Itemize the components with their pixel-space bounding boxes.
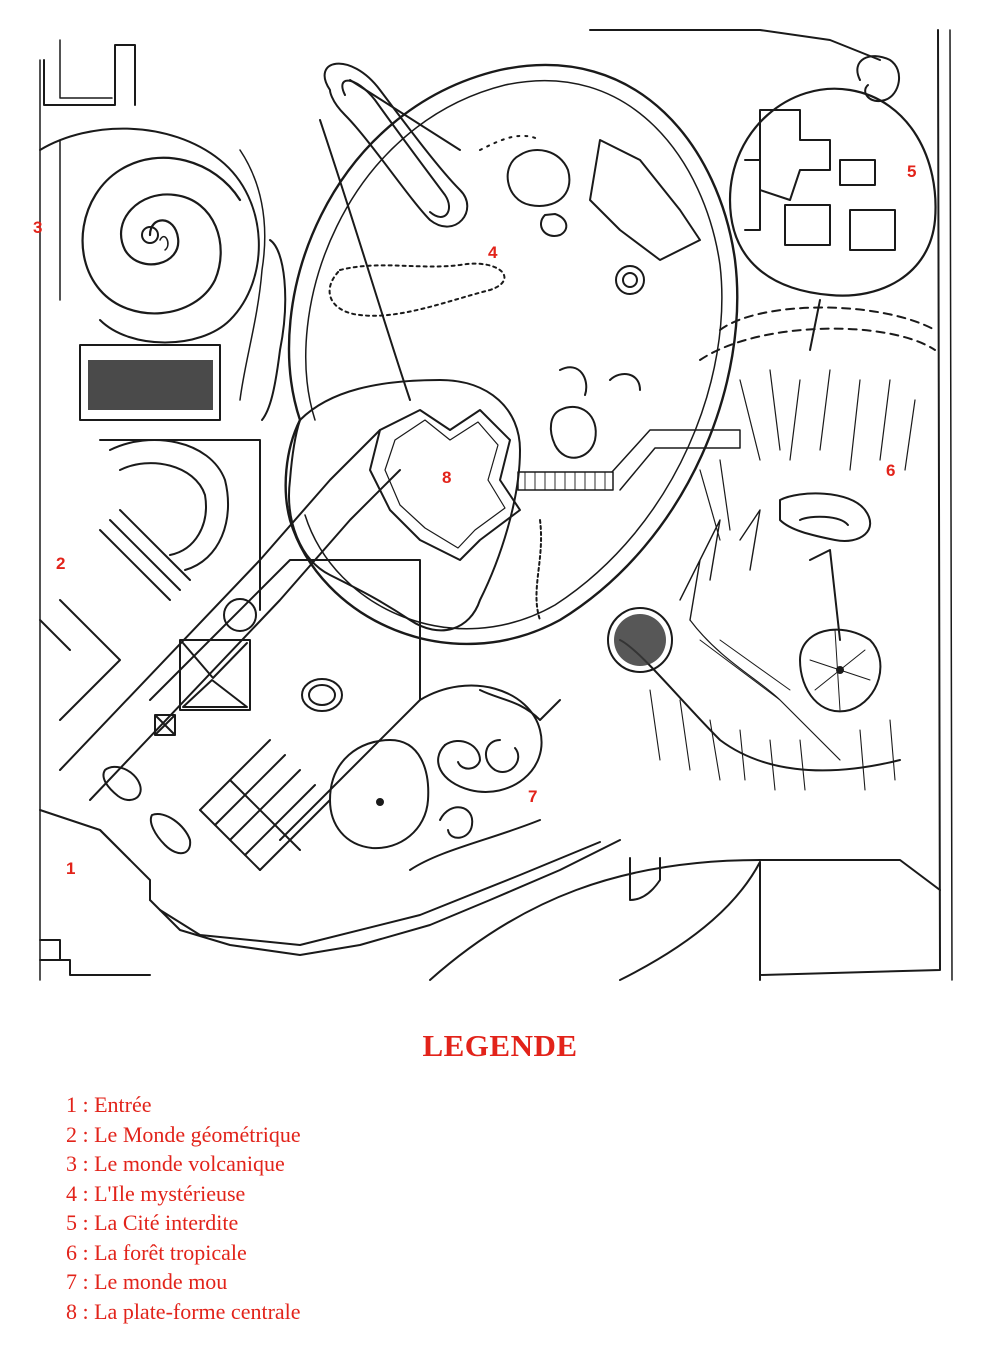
volcanic-world: [39, 127, 287, 421]
zone-number-labels: 1 2 3 4 5 6 7 8: [33, 162, 916, 878]
entrance-area: [39, 809, 151, 961]
zone-number-7: 7: [528, 787, 537, 806]
legend-item-cite-interdite: 5 : La Cité interdite: [66, 1210, 239, 1235]
central-promenade: [59, 429, 421, 871]
legend-item-entree: 1 : Entrée: [66, 1092, 152, 1117]
garden-plan: 1 2 3 4 5 6 7 8: [33, 29, 953, 981]
soft-world: [329, 684, 561, 871]
legend-list: 1 : Entrée 2 : Le Monde géométrique 3 : …: [66, 1090, 301, 1326]
legend-item-ile-mysterieuse: 4 : L'Ile mystérieuse: [66, 1180, 246, 1206]
legend-item-monde-volcanique: 3 : Le monde volcanique: [66, 1151, 285, 1176]
site-boundary: [39, 29, 953, 981]
zone-number-6: 6: [886, 461, 895, 480]
forbidden-city: [699, 55, 937, 361]
legend-item-monde-mou: 7 : Le monde mou: [66, 1269, 228, 1294]
legend-item-plate-forme-centrale: 8 : La plate-forme centrale: [66, 1298, 301, 1324]
zone-number-1: 1: [66, 859, 75, 878]
zone-number-4: 4: [488, 243, 498, 262]
legend-item-foret-tropicale: 6 : La forêt tropicale: [66, 1239, 247, 1265]
zone-number-5: 5: [907, 162, 916, 181]
central-platform: [288, 379, 741, 632]
lower-building: [429, 857, 941, 981]
mysterious-island: [284, 62, 739, 645]
zone-number-2: 2: [56, 554, 65, 573]
zone-number-3: 3: [33, 218, 42, 237]
zone-number-8: 8: [442, 468, 451, 487]
tropical-forest: [607, 369, 916, 791]
legend-title: LEGENDE: [422, 1028, 578, 1063]
geometric-world: [39, 439, 261, 721]
legend-item-monde-geometrique: 2 : Le Monde géométrique: [66, 1121, 301, 1147]
